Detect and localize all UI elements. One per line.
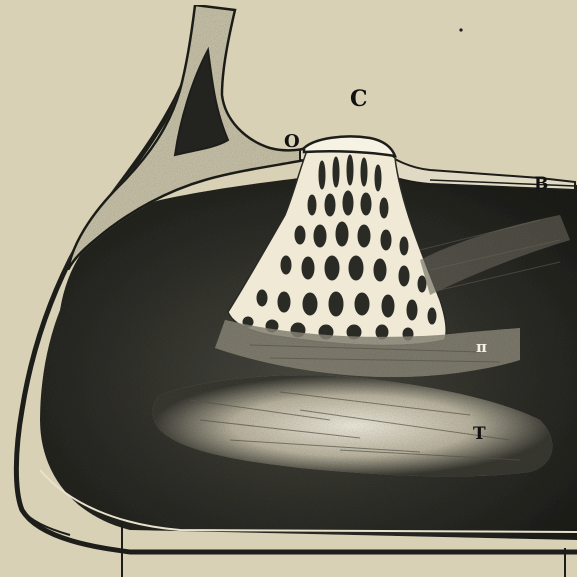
label-o: O	[284, 133, 300, 151]
label-pi: π	[476, 340, 487, 355]
label-t: T	[473, 426, 486, 443]
label-c: C	[350, 88, 368, 110]
label-b: B	[534, 176, 548, 193]
